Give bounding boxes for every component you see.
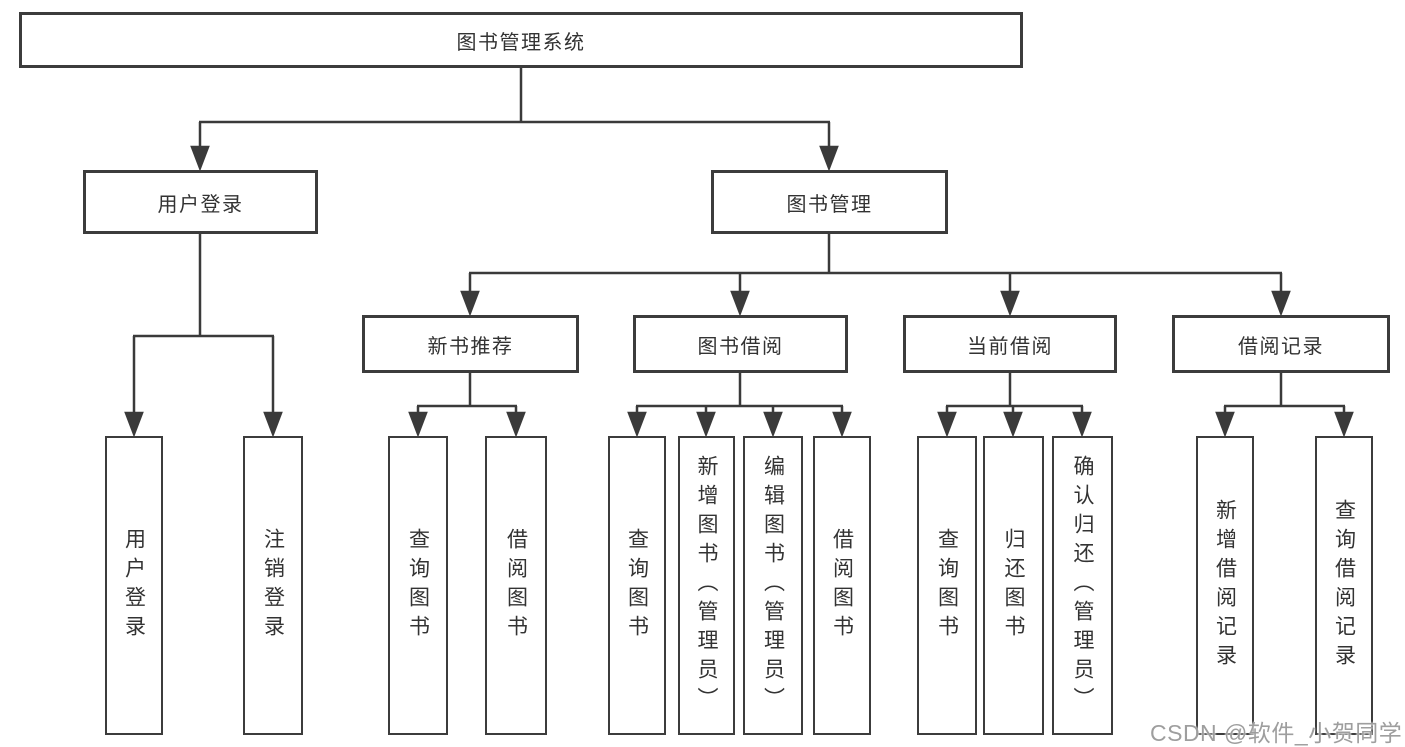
- node-book-management-label: 图书管理: [786, 193, 873, 216]
- leaf-nb-borrow-books-label: 借阅图书: [504, 527, 528, 644]
- leaf-br-add-record-label: 新增借阅记录: [1213, 498, 1237, 673]
- node-current-borrow-label: 当前借阅: [967, 335, 1053, 358]
- leaf-bb-add-books-admin: 新增图书（管理员）: [678, 436, 735, 735]
- leaf-logout-label: 注销登录: [261, 527, 285, 644]
- node-user-login-label: 用户登录: [157, 193, 244, 216]
- leaf-bb-edit-books-admin: 编辑图书（管理员）: [743, 436, 803, 735]
- node-current-borrow: 当前借阅: [903, 315, 1117, 373]
- leaf-bb-query-books: 查询图书: [608, 436, 666, 735]
- leaf-br-query-record-label: 查询借阅记录: [1332, 498, 1356, 673]
- leaf-cb-return-books-label: 归还图书: [1002, 527, 1025, 644]
- leaf-br-add-record: 新增借阅记录: [1196, 436, 1254, 735]
- leaf-bb-edit-books-admin-label: 编辑图书（管理员）: [761, 455, 785, 716]
- node-book-borrow: 图书借阅: [633, 315, 848, 373]
- leaf-cb-return-books: 归还图书: [983, 436, 1044, 735]
- node-root: 图书管理系统: [19, 12, 1023, 68]
- leaf-bb-borrow-books: 借阅图书: [813, 436, 871, 735]
- leaf-cb-query-books-label: 查询图书: [935, 527, 959, 644]
- csdn-watermark: CSDN @软件_小贺同学: [1150, 720, 1403, 746]
- leaf-nb-query-books-label: 查询图书: [406, 527, 430, 644]
- node-user-login: 用户登录: [83, 170, 318, 234]
- leaf-logout: 注销登录: [243, 436, 303, 735]
- node-borrow-records: 借阅记录: [1172, 315, 1390, 373]
- leaf-bb-borrow-books-label: 借阅图书: [830, 527, 854, 644]
- leaf-bb-query-books-label: 查询图书: [625, 527, 649, 644]
- node-borrow-records-label: 借阅记录: [1238, 335, 1324, 358]
- leaf-user-login: 用户登录: [105, 436, 163, 735]
- node-book-management: 图书管理: [711, 170, 948, 234]
- leaf-nb-borrow-books: 借阅图书: [485, 436, 547, 735]
- node-new-book-recommend-label: 新书推荐: [427, 335, 514, 358]
- leaf-nb-query-books: 查询图书: [388, 436, 448, 735]
- node-new-book-recommend: 新书推荐: [362, 315, 579, 373]
- leaf-bb-add-books-admin-label: 新增图书（管理员）: [695, 455, 718, 716]
- leaf-cb-confirm-return-admin-label: 确认归还（管理员）: [1071, 455, 1094, 716]
- leaf-cb-confirm-return-admin: 确认归还（管理员）: [1052, 436, 1113, 735]
- node-book-borrow-label: 图书借阅: [697, 335, 784, 358]
- leaf-br-query-record: 查询借阅记录: [1315, 436, 1373, 735]
- leaf-user-login-label: 用户登录: [122, 527, 146, 644]
- node-root-label: 图书管理系统: [456, 31, 586, 54]
- leaf-cb-query-books: 查询图书: [917, 436, 977, 735]
